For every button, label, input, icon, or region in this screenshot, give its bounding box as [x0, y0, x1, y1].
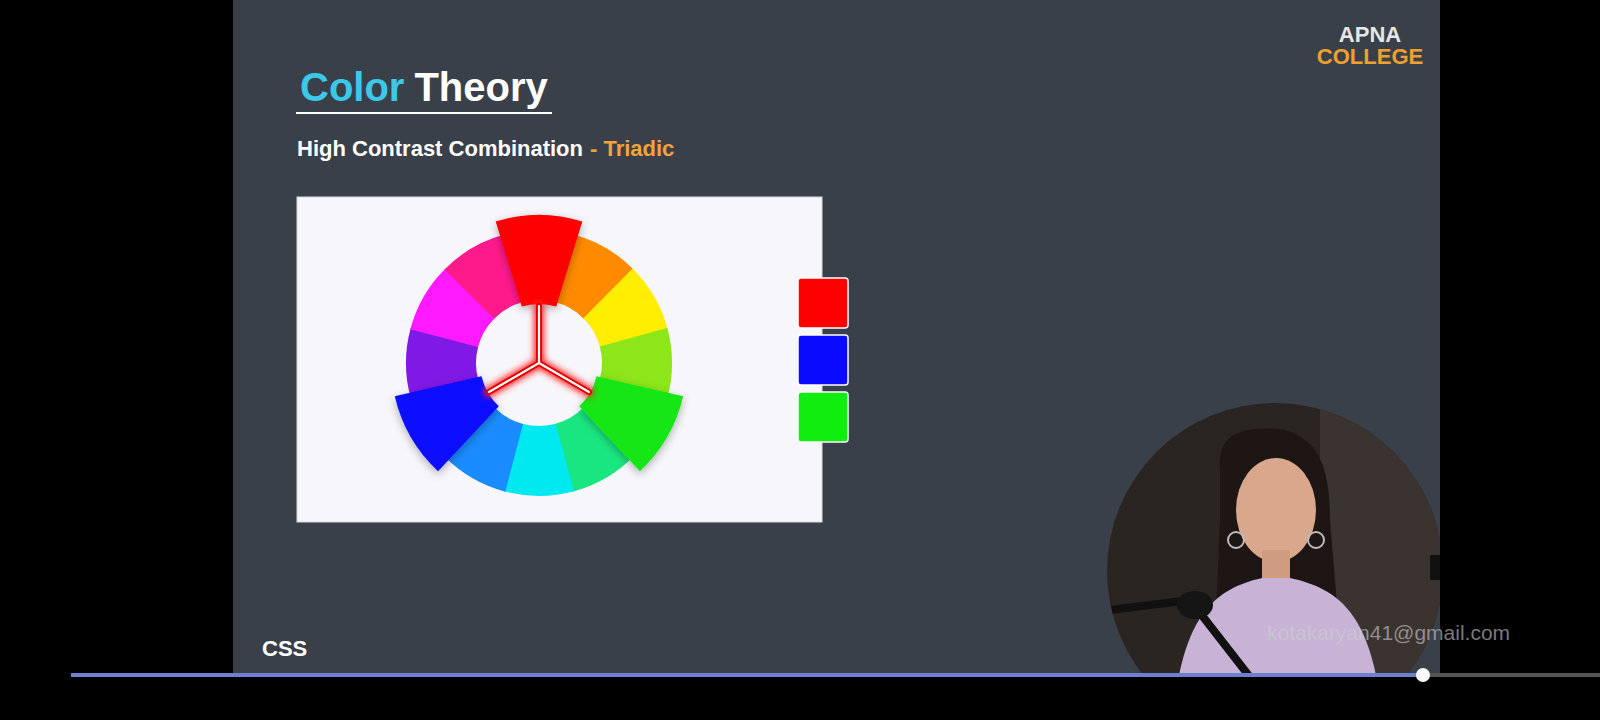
microphone — [1177, 591, 1213, 619]
progress-played — [71, 673, 1423, 677]
title-underline — [296, 112, 552, 114]
earring — [1228, 532, 1244, 548]
glow-line — [489, 306, 589, 392]
triad-connector — [489, 306, 589, 392]
subtitle: High Contrast Combination — [297, 136, 583, 161]
color-swatch — [798, 392, 848, 442]
logo-text: APNA — [1339, 22, 1401, 47]
face — [1236, 458, 1316, 562]
subtitle-accent: - Triadic — [590, 136, 674, 161]
slide-background — [233, 0, 1440, 675]
image-panel — [297, 197, 822, 522]
color-wheel — [395, 215, 683, 496]
progress-remaining — [1423, 673, 1600, 677]
highlighted-segment — [496, 215, 583, 307]
highlighted-segment — [579, 376, 683, 471]
title-word: Theory — [414, 64, 547, 110]
camera-background — [1430, 555, 1440, 580]
glow-core — [489, 306, 589, 392]
earring — [1308, 532, 1324, 548]
glow-line — [489, 306, 589, 392]
color-swatch — [798, 278, 848, 328]
color-swatch — [798, 335, 848, 385]
logo-text: COLLEGE — [1317, 44, 1423, 69]
highlighted-segment — [395, 376, 499, 471]
progress-handle — [1416, 668, 1430, 682]
title-word: Color — [300, 64, 404, 110]
course-tag: CSS — [262, 636, 307, 661]
watermark: kotakaryan41@gmail.com — [1267, 621, 1510, 645]
